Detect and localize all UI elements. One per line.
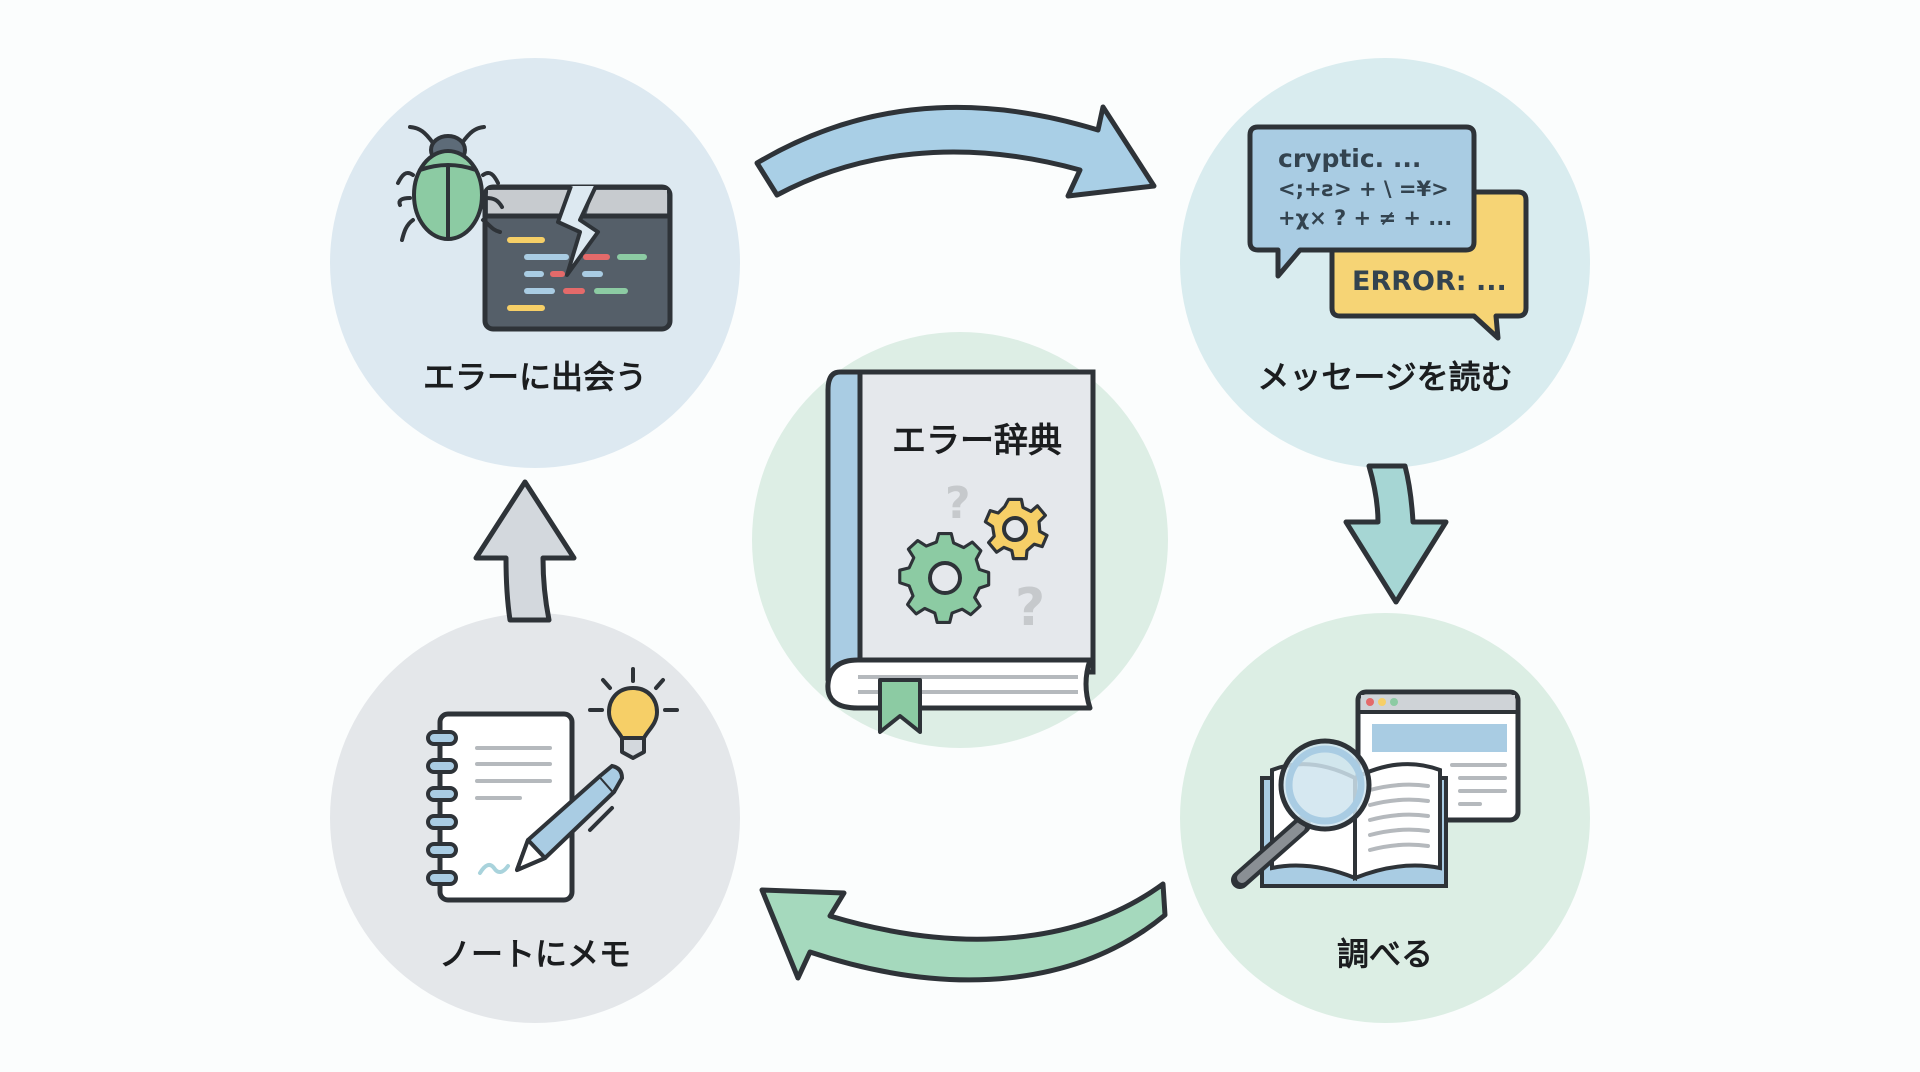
- arrow-note-to-encounter: [473, 479, 577, 623]
- bubble-line-3: +χ× ? + ≠ + ...: [1278, 206, 1452, 230]
- error-text: ERROR: ...: [1352, 266, 1507, 297]
- error-dictionary-book-icon: エラー辞典 ? ?: [825, 369, 1096, 734]
- question-mark-icon: ?: [945, 478, 971, 529]
- pen-icon: [515, 763, 625, 872]
- arrow-encounter-to-read: [754, 104, 1157, 199]
- arrow-research-to-note: [759, 881, 1168, 983]
- bug-broken-window-icon: [396, 125, 673, 332]
- bubble-line-1: cryptic. ...: [1278, 144, 1421, 173]
- step-label-note: ノートにメモ: [439, 935, 631, 973]
- speech-bubbles-icon: cryptic. ... <;+ƨ> + \ =¥> +χ× ? + ≠ + .…: [1247, 124, 1529, 341]
- bubble-line-2: <;+ƨ> + \ =¥>: [1278, 177, 1449, 201]
- question-mark-icon: ?: [1015, 578, 1045, 638]
- gear-icon-yellow: [983, 497, 1049, 561]
- magnifier-book-browser-icon: [1231, 689, 1521, 889]
- lightbulb-icon: [588, 667, 679, 760]
- gear-icon-green: [898, 531, 991, 625]
- step-label-encounter: エラーに出会う: [423, 358, 647, 396]
- arrow-read-to-research: [1343, 463, 1449, 605]
- magnifier-icon: [1231, 738, 1372, 889]
- notebook-pen-lightbulb-icon: [426, 667, 679, 903]
- bug-icon: [396, 125, 504, 242]
- step-label-research: 調べる: [1337, 935, 1433, 973]
- book-title: エラー辞典: [892, 421, 1062, 461]
- notebook-icon: [426, 711, 575, 903]
- step-label-read: メッセージを読む: [1257, 358, 1512, 396]
